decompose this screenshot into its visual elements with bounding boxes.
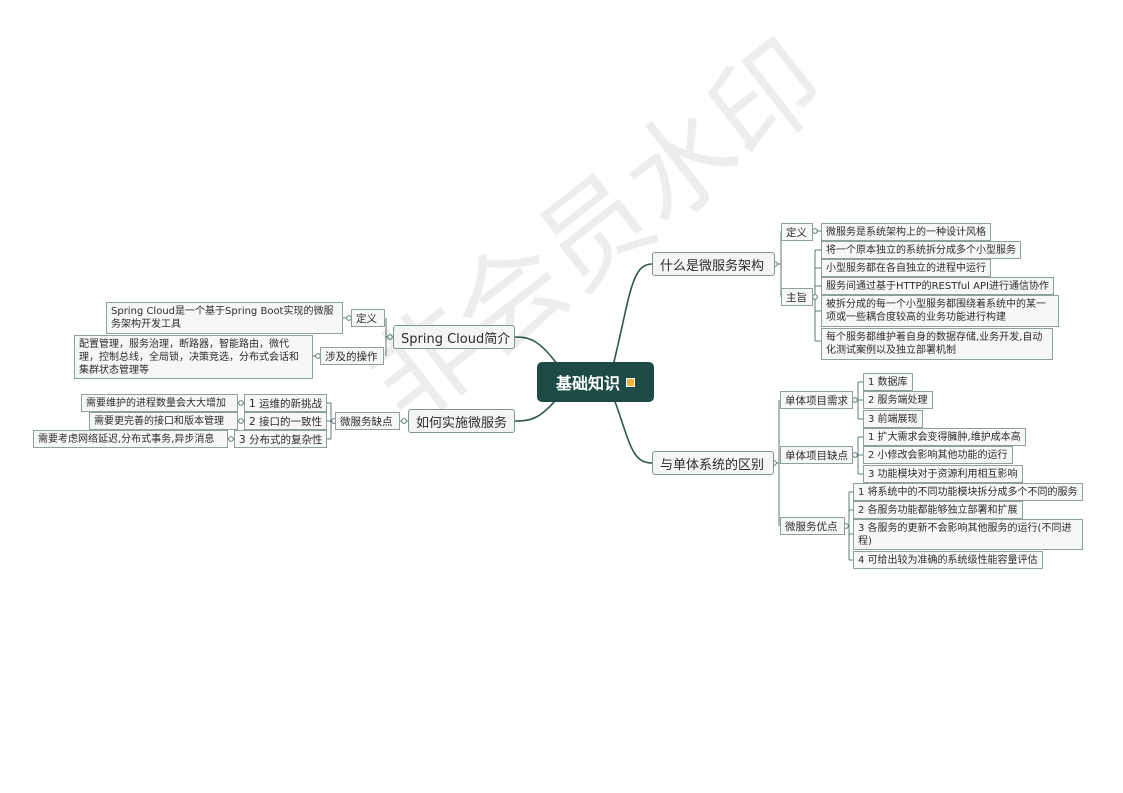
leaf-advantage-2[interactable]: 2 各服务功能都能够独立部署和扩展 — [853, 501, 1023, 519]
leaf-purpose-2[interactable]: 小型服务都在各自独立的进程中运行 — [821, 259, 991, 277]
leaf-flaws-2[interactable]: 2 小修改会影响其他功能的运行 — [863, 446, 1013, 464]
leaf-flaws-3[interactable]: 3 功能模块对于资源利用相互影响 — [863, 465, 1023, 483]
subtopic-spring-cloud-definition[interactable]: 定义 — [351, 309, 385, 327]
topic-what-is-microservice[interactable]: 什么是微服务架构 — [652, 252, 775, 276]
leaf-needs-3[interactable]: 3 前端展现 — [863, 410, 923, 428]
subtopic-microservice-advantages[interactable]: 微服务优点 — [780, 517, 845, 535]
leaf-drawback-detail-3[interactable]: 需要考虑网络延迟,分布式事务,异步消息 — [33, 430, 228, 448]
leaf-drawback-detail-2[interactable]: 需要更完善的接口和版本管理 — [89, 412, 238, 430]
root-topic[interactable]: 基础知识 — [537, 362, 654, 402]
leaf-spring-cloud-definition[interactable]: Spring Cloud是一个基于Spring Boot实现的微服务架构开发工具 — [106, 302, 343, 334]
subtopic-definition[interactable]: 定义 — [781, 223, 813, 241]
leaf-flaws-1[interactable]: 1 扩大需求会变得臃肿,维护成本高 — [863, 428, 1026, 446]
subtopic-purpose[interactable]: 主旨 — [781, 288, 813, 306]
leaf-advantage-4[interactable]: 4 可给出较为准确的系统级性能容量评估 — [853, 551, 1043, 569]
drawback-interface-consistency[interactable]: 2 接口的一致性 — [244, 412, 327, 430]
leaf-purpose-5[interactable]: 每个服务都维护着自身的数据存储,业务开发,自动化测试案例以及独立部署机制 — [821, 328, 1053, 360]
leaf-spring-cloud-operations[interactable]: 配置管理，服务治理，断路器，智能路由，微代理，控制总线，全局锁，决策竞选，分布式… — [74, 335, 313, 379]
leaf-needs-1[interactable]: 1 数据库 — [863, 373, 913, 391]
leaf-needs-2[interactable]: 2 服务端处理 — [863, 391, 933, 409]
leaf-purpose-1[interactable]: 将一个原本独立的系统拆分成多个小型服务 — [821, 241, 1021, 259]
leaf-purpose-4[interactable]: 被拆分成的每一个小型服务都围绕着系统中的某一项或一些耦合度较高的业务功能进行构建 — [821, 295, 1059, 327]
leaf-advantage-3[interactable]: 3 各服务的更新不会影响其他服务的运行(不同进程) — [853, 519, 1083, 550]
subtopic-spring-cloud-operations[interactable]: 涉及的操作 — [320, 347, 384, 365]
subtopic-monolith-flaws[interactable]: 单体项目缺点 — [780, 446, 853, 464]
leaf-definition-text[interactable]: 微服务是系统架构上的一种设计风格 — [821, 223, 991, 241]
subtopic-microservice-drawbacks[interactable]: 微服务缺点 — [335, 412, 400, 430]
topic-difference-monolith[interactable]: 与单体系统的区别 — [652, 451, 774, 475]
subtopic-monolith-needs[interactable]: 单体项目需求 — [780, 391, 853, 409]
note-icon[interactable] — [626, 377, 635, 387]
topic-spring-cloud-intro[interactable]: Spring Cloud简介 — [393, 325, 515, 349]
topic-how-to-implement[interactable]: 如何实施微服务 — [408, 409, 515, 433]
leaf-advantage-1[interactable]: 1 将系统中的不同功能模块拆分成多个不同的服务 — [853, 483, 1083, 501]
leaf-drawback-detail-1[interactable]: 需要维护的进程数量会大大增加 — [81, 394, 238, 412]
leaf-purpose-3[interactable]: 服务间通过基于HTTP的RESTful API进行通信协作 — [821, 277, 1054, 295]
drawback-distributed-complexity[interactable]: 3 分布式的复杂性 — [234, 430, 327, 448]
root-topic-label: 基础知识 — [555, 374, 620, 393]
drawback-ops-challenge[interactable]: 1 运维的新挑战 — [244, 394, 327, 412]
